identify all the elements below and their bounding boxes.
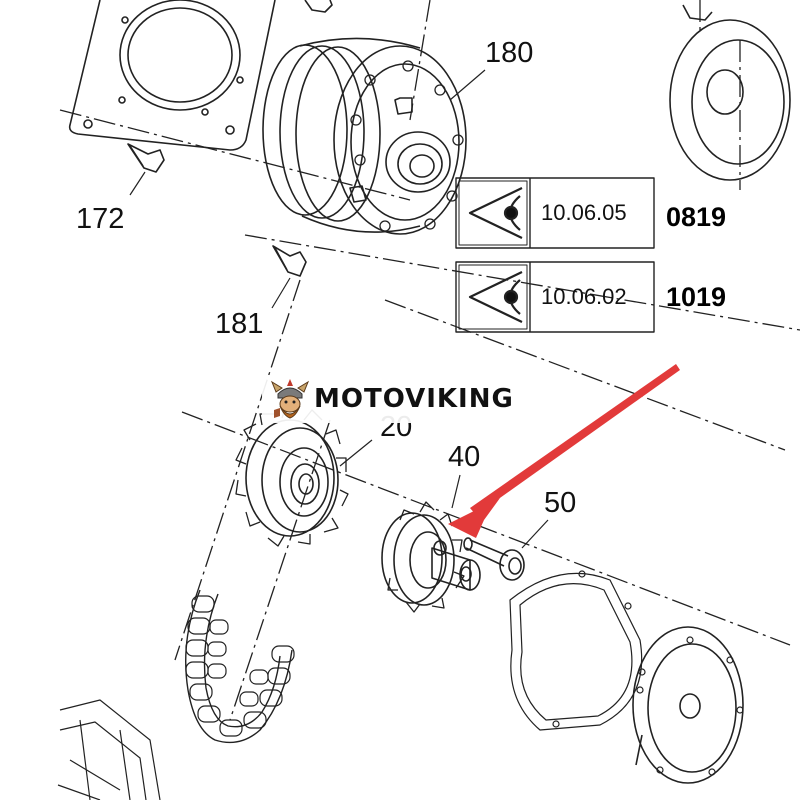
eye-icon	[468, 271, 523, 323]
leader-lines	[129, 69, 549, 549]
drive-chain	[185, 589, 295, 744]
callout-172: 172	[76, 203, 124, 235]
viking-logo	[270, 379, 310, 419]
housing-bottom-left	[57, 699, 161, 801]
mounting-plate	[68, 0, 276, 151]
sprocket-40	[381, 501, 481, 613]
cover-plate	[632, 626, 744, 784]
reference-number-2: 1019	[666, 282, 726, 312]
sprocket-20	[235, 405, 349, 547]
bolt-181	[272, 245, 307, 277]
reference-code-1: 10.06.05	[541, 200, 627, 225]
center-lines	[59, 0, 800, 721]
reference-box-1	[455, 177, 655, 249]
bolt-top	[304, 0, 333, 13]
reference-box-2	[455, 261, 655, 333]
gasket	[509, 570, 646, 731]
bolt-172	[127, 143, 165, 173]
watermark: MOTOVIKING	[262, 375, 534, 423]
callout-180: 180	[485, 37, 533, 69]
watermark-text: MOTOVIKING	[314, 384, 514, 414]
screw-50	[463, 537, 525, 581]
callout-50: 50	[544, 487, 576, 519]
callout-181: 181	[215, 308, 263, 340]
flange-top-right	[669, 4, 791, 181]
hydraulic-motor	[262, 37, 467, 235]
eye-icon	[468, 187, 523, 239]
red-arrow	[448, 364, 680, 538]
callout-40: 40	[448, 441, 480, 473]
reference-code-2: 10.06.02	[541, 284, 627, 309]
reference-number-1: 0819	[666, 202, 726, 232]
